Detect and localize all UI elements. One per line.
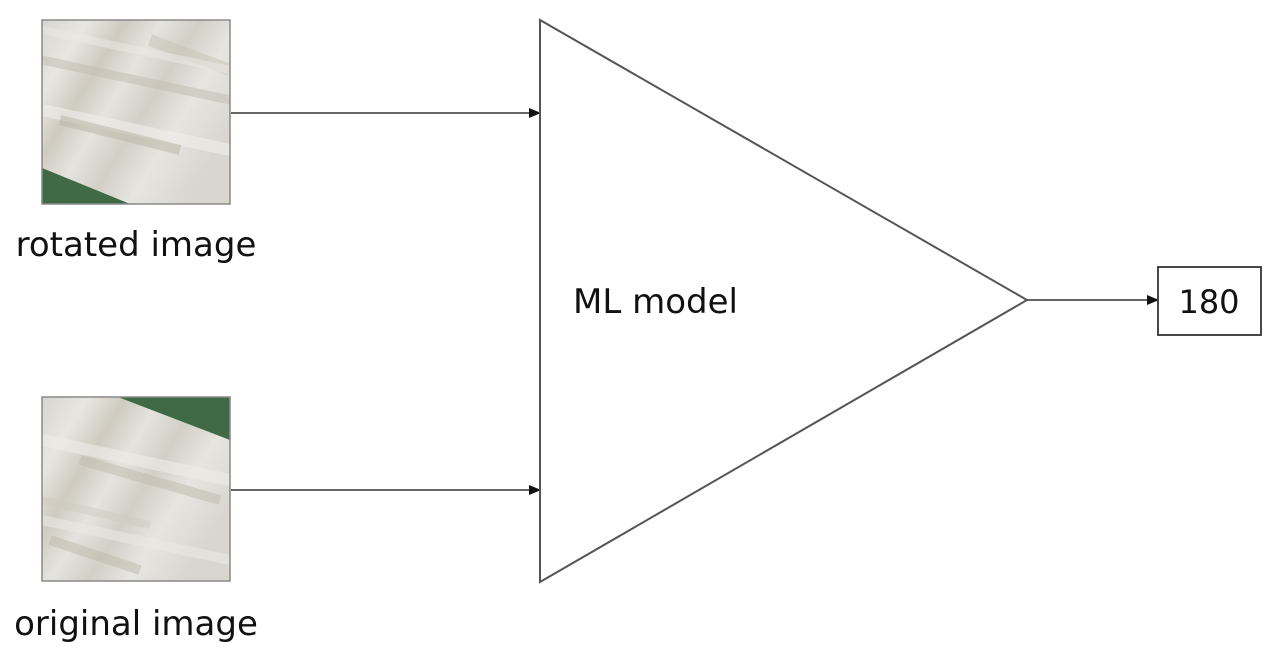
- ml-model-label: ML model: [573, 282, 738, 322]
- output-box: [1157, 266, 1262, 336]
- output-value: 180: [1178, 283, 1239, 321]
- grass-region-bottom: [118, 397, 230, 440]
- original-image-thumbnail: [41, 396, 231, 582]
- grass-region-top: [42, 168, 130, 204]
- original-image-label: original image: [14, 604, 258, 644]
- ml-model-triangle: [539, 18, 1030, 584]
- rotated-image-label: rotated image: [16, 225, 257, 265]
- rotated-image-thumbnail: [41, 19, 231, 205]
